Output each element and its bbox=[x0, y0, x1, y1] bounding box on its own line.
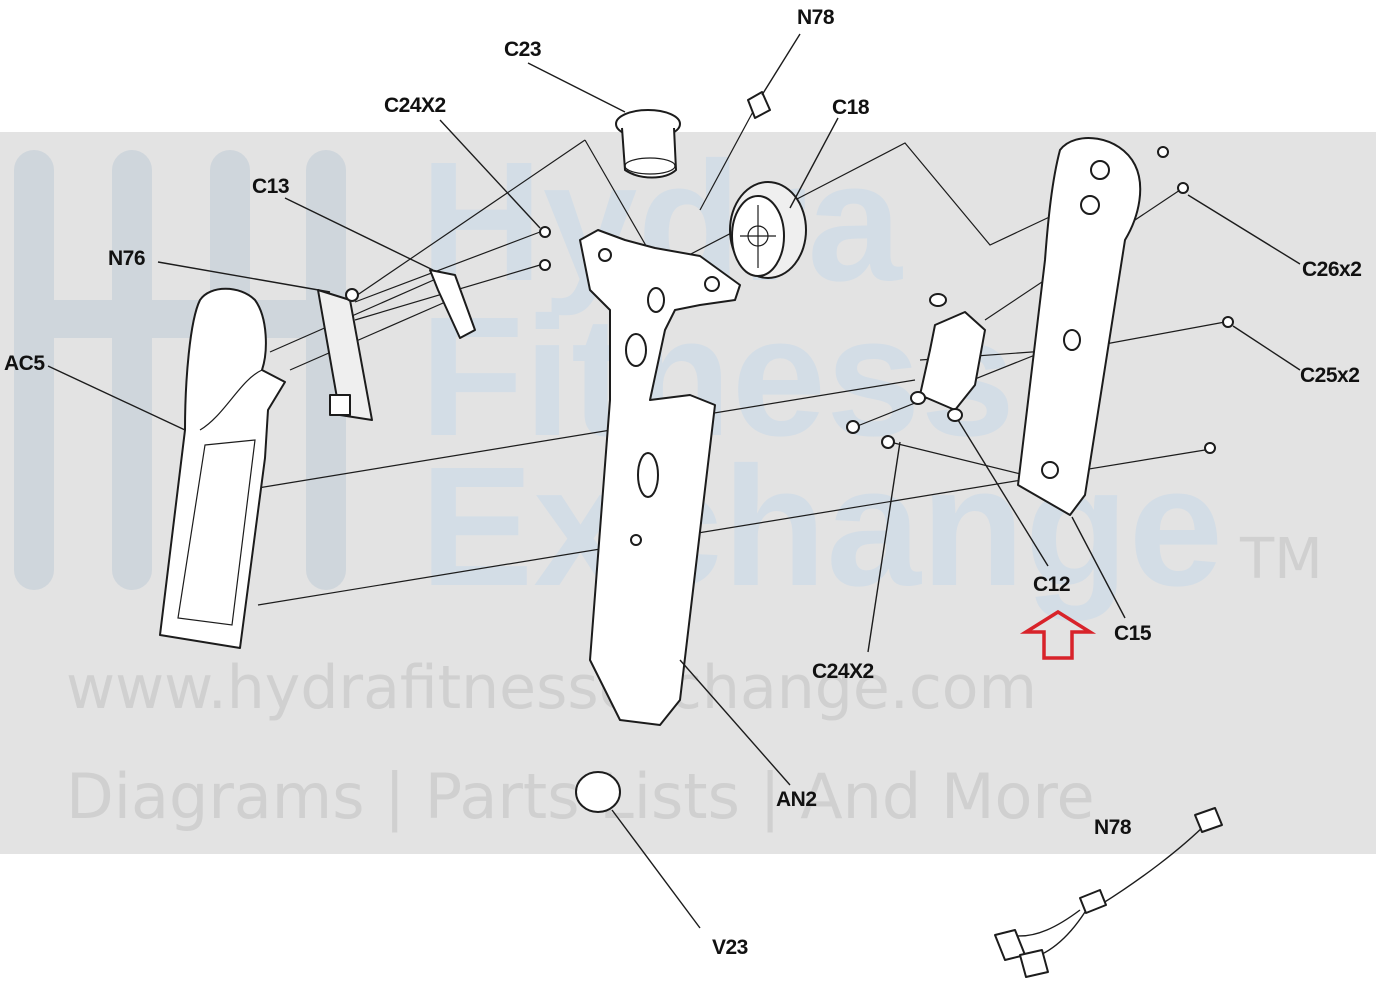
label-an2: AN2 bbox=[776, 788, 817, 811]
callout-labels: N78 C23 C24X2 C18 C13 N76 AC5 C26x2 C25x… bbox=[4, 6, 1362, 959]
n78-top-connector bbox=[747, 91, 771, 119]
label-c23: C23 bbox=[504, 38, 541, 61]
label-n76: N76 bbox=[108, 247, 145, 270]
c15-side-cover bbox=[1017, 137, 1142, 516]
c26x2-screws bbox=[1157, 146, 1189, 194]
c18-wheel bbox=[729, 181, 807, 279]
c24x2-top-screws bbox=[539, 226, 551, 271]
label-n78-bottom: N78 bbox=[1094, 816, 1132, 839]
label-c24x2-bottom: C24X2 bbox=[812, 660, 874, 683]
c23-bushing bbox=[615, 109, 681, 179]
label-n78-top: N78 bbox=[797, 6, 835, 29]
label-c25x2: C25x2 bbox=[1300, 364, 1359, 387]
label-c18: C18 bbox=[832, 96, 870, 119]
watermark-url: www.hydrafitnessexchange.com bbox=[66, 653, 1037, 723]
highlight-arrow bbox=[1019, 609, 1097, 660]
n76-board bbox=[317, 288, 373, 421]
c13-bracket bbox=[429, 269, 476, 339]
c12-hinge bbox=[846, 293, 986, 449]
n78-cable bbox=[994, 807, 1223, 978]
label-v23: V23 bbox=[712, 936, 748, 959]
label-c15: C15 bbox=[1114, 622, 1152, 645]
label-c13: C13 bbox=[252, 175, 289, 198]
an2-tube bbox=[579, 229, 741, 726]
c25x2-screws bbox=[1204, 316, 1234, 454]
label-c12: C12 bbox=[1033, 573, 1070, 596]
watermark-brand-line2: Fitness bbox=[420, 282, 1015, 472]
label-c26x2: C26x2 bbox=[1302, 258, 1361, 281]
label-c24x2-top: C24X2 bbox=[384, 94, 446, 117]
ac5-grip-cover bbox=[159, 287, 286, 649]
watermark-trademark: TM bbox=[1239, 527, 1323, 592]
watermark-logo bbox=[14, 150, 346, 590]
watermark-brand-line3: Exchange bbox=[420, 432, 1223, 622]
callout-leaders bbox=[47, 33, 1301, 929]
label-ac5: AC5 bbox=[4, 352, 45, 375]
v23-cap bbox=[575, 771, 621, 813]
